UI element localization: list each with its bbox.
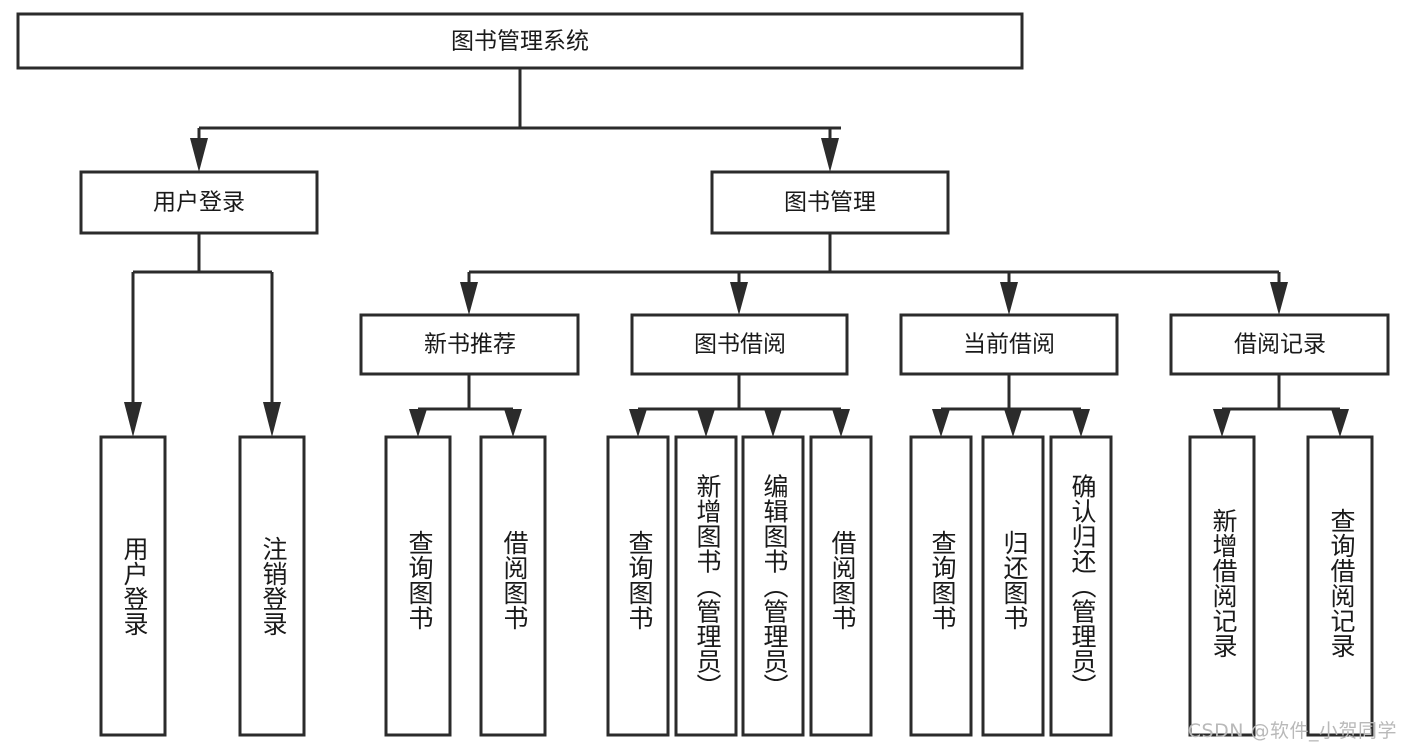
arrow-head-borrow-record	[1270, 282, 1288, 315]
leaf-node-cur-search[interactable]: 查询图书	[909, 435, 973, 737]
node-current-borrow[interactable]: 当前借阅	[899, 313, 1119, 376]
node-borrow-record-box[interactable]	[1169, 313, 1390, 376]
arrow-head-leaf-rec-add	[1213, 409, 1231, 437]
leaf-cur-confirm-label: 确认归还（管理员）	[1068, 474, 1097, 699]
leaf-node-rec-add[interactable]: 新增借阅记录	[1188, 435, 1256, 737]
leaf-cur-search-label: 查询图书	[928, 530, 957, 630]
arrow-head-leaf-borrow-add	[697, 409, 715, 437]
node-book-borrow-label: 图书借阅	[694, 332, 786, 358]
node-current-borrow-label: 当前借阅	[963, 332, 1055, 358]
leaf-user-login-box[interactable]	[99, 435, 167, 737]
leaf-cur-search-box[interactable]	[909, 435, 973, 737]
leaf-rec-add-label: 新增借阅记录	[1209, 508, 1238, 658]
leaf-rec-search-label: 查询图书	[405, 530, 434, 630]
node-book-manage-label: 图书管理	[784, 190, 876, 216]
leaf-rec-query-box[interactable]	[1306, 435, 1374, 737]
leaf-node-rec-borrow[interactable]: 借阅图书	[479, 435, 547, 737]
arrow-head-leaf-borrow-search	[629, 409, 647, 437]
node-book-manage-box[interactable]	[710, 170, 950, 235]
leaf-node-user-login[interactable]: 用户登录	[99, 435, 167, 737]
leaf-borrow-borrow-box[interactable]	[809, 435, 873, 737]
leaf-borrow-add-label: 新增图书（管理员）	[693, 474, 722, 699]
arrow-head-new-book-rec	[460, 282, 478, 315]
leaf-node-logout[interactable]: 注销登录	[238, 435, 306, 737]
leaf-node-rec-query[interactable]: 查询借阅记录	[1306, 435, 1374, 737]
arrow-head-leaf-borrow-edit	[764, 409, 782, 437]
node-user-login-label: 用户登录	[153, 190, 245, 216]
node-new-book-rec-label: 新书推荐	[424, 332, 516, 358]
arrow-head-book-manage	[821, 138, 839, 172]
leaf-cur-return-label: 归还图书	[1000, 530, 1029, 630]
leaf-node-cur-confirm[interactable]: 确认归还（管理员）	[1049, 435, 1113, 737]
node-book-manage[interactable]: 图书管理	[710, 170, 950, 235]
node-book-borrow-box[interactable]	[630, 313, 849, 376]
leaf-node-borrow-borrow[interactable]: 借阅图书	[809, 435, 873, 737]
node-borrow-record-label: 借阅记录	[1234, 332, 1326, 358]
leaf-rec-add-box[interactable]	[1188, 435, 1256, 737]
leaf-node-borrow-search[interactable]: 查询图书	[606, 435, 670, 737]
leaf-borrow-edit-box[interactable]	[741, 435, 805, 737]
leaf-node-rec-search[interactable]: 查询图书	[384, 435, 452, 737]
csdn-watermark: CSDN @软件_小贺同学	[1187, 720, 1397, 742]
leaf-node-cur-return[interactable]: 归还图书	[981, 435, 1045, 737]
arrow-head-current-borrow	[1000, 282, 1018, 315]
node-user-login[interactable]: 用户登录	[79, 170, 319, 235]
arrow-head-leaf-rec-search	[409, 409, 427, 437]
leaf-borrow-add-box[interactable]	[674, 435, 738, 737]
node-root-box[interactable]	[16, 12, 1024, 70]
arrow-head-leaf-borrow-borrow	[832, 409, 850, 437]
arrow-head-leaf-rec-borrow	[504, 409, 522, 437]
arrow-head-leaf-rec-query	[1331, 409, 1349, 437]
node-new-book-rec[interactable]: 新书推荐	[359, 313, 580, 376]
leaf-rec-borrow-box[interactable]	[479, 435, 547, 737]
leaf-logout-label: 注销登录	[259, 536, 288, 636]
leaf-node-borrow-add[interactable]: 新增图书（管理员）	[674, 435, 738, 737]
node-borrow-record[interactable]: 借阅记录	[1169, 313, 1390, 376]
leaf-borrow-borrow-label: 借阅图书	[828, 530, 857, 630]
connector-layer	[124, 68, 1349, 437]
leaf-node-borrow-edit[interactable]: 编辑图书（管理员）	[741, 435, 805, 737]
leaf-logout-box[interactable]	[238, 435, 306, 737]
leaf-rec-borrow-label: 借阅图书	[500, 530, 529, 630]
leaf-user-login-label: 用户登录	[120, 536, 149, 636]
arrow-head-book-borrow	[730, 282, 748, 315]
node-book-borrow[interactable]: 图书借阅	[630, 313, 849, 376]
node-root[interactable]: 图书管理系统	[16, 12, 1024, 70]
arrow-head-leaf-cur-return	[1004, 409, 1022, 437]
leaf-borrow-search-label: 查询图书	[625, 530, 654, 630]
leaf-borrow-edit-label: 编辑图书（管理员）	[760, 474, 789, 699]
leaf-borrow-search-box[interactable]	[606, 435, 670, 737]
leaf-cur-return-box[interactable]	[981, 435, 1045, 737]
leaf-layer: 用户登录 注销登录 查询图书 借阅图书 查询图书 新增图书（管理员）	[99, 435, 1374, 737]
node-root-label: 图书管理系统	[451, 29, 589, 55]
leaf-rec-query-label: 查询借阅记录	[1327, 508, 1356, 658]
arrow-head-leaf-user-login	[124, 402, 142, 437]
arrow-head-leaf-logout	[263, 402, 281, 437]
node-current-borrow-box[interactable]	[899, 313, 1119, 376]
arrow-head-leaf-cur-search	[932, 409, 950, 437]
node-user-login-box[interactable]	[79, 170, 319, 235]
arrow-head-leaf-cur-confirm	[1072, 409, 1090, 437]
leaf-cur-confirm-box[interactable]	[1049, 435, 1113, 737]
arrow-head-user-login	[190, 138, 208, 172]
node-new-book-rec-box[interactable]	[359, 313, 580, 376]
leaf-rec-search-box[interactable]	[384, 435, 452, 737]
